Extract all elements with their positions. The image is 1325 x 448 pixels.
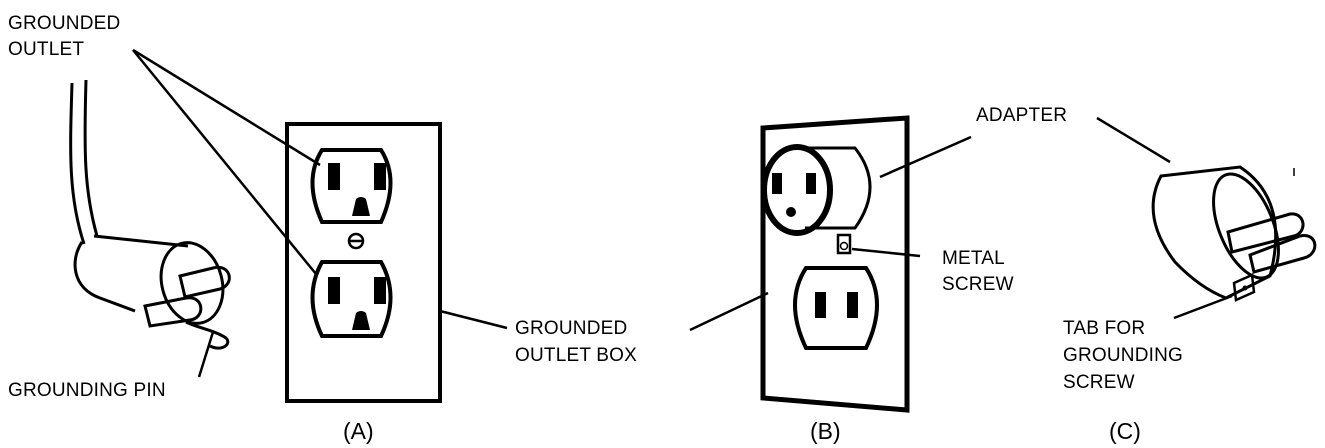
upper-ground-hole: [352, 197, 370, 216]
panel-b-slot-left: [815, 292, 826, 318]
adapter-plug-prong-lower: [1248, 234, 1317, 274]
adapter-leader: [879, 135, 972, 179]
panel-c-caption: (C): [1109, 418, 1141, 444]
outlet-box-leader-b: [689, 291, 769, 332]
adapter-plug-body: [1151, 165, 1278, 300]
panel-b-caption: (B): [810, 418, 841, 444]
panel-a-caption: (A): [343, 418, 374, 444]
grounded-outlet-leader-upper: [132, 48, 321, 167]
plug-body-lower-edge: [73, 241, 136, 313]
panel-b-cover-plate: [760, 115, 910, 413]
outlet-cover-plate: [285, 122, 442, 403]
metal-screw-label-line1: METAL: [942, 248, 1005, 269]
plug-prong-lower: [143, 296, 203, 328]
upper-slot-left: [328, 163, 340, 190]
metal-screw-leader: [851, 247, 921, 258]
lower-ground-hole: [352, 311, 370, 330]
duplex-outlet-illustration: [285, 122, 442, 403]
plug-body-upper-edge: [93, 234, 189, 248]
adapter-face: [761, 144, 833, 236]
upper-slot-right: [374, 163, 386, 190]
lower-slot-right: [374, 277, 386, 304]
panel-b-slot-right: [847, 292, 858, 318]
metal-screw: [839, 241, 849, 251]
adapter-slot-left: [772, 173, 782, 194]
cover-plate-screw: [347, 232, 365, 250]
lower-slot-left: [328, 277, 340, 304]
adapter-body: [805, 146, 872, 230]
grounded-plug-illustration: [69, 79, 231, 378]
adapter-grounding-tab: [836, 233, 852, 255]
grounded-outlet-box-label-line2: OUTLET BOX: [515, 345, 638, 366]
plug-prong-upper: [178, 265, 231, 299]
grounding-pin-label: GROUNDING PIN: [8, 380, 166, 401]
adapter-ground-hole: [786, 207, 796, 217]
adapter-plug-illustration: [1151, 165, 1317, 302]
panel-b-lower-receptacle: [793, 266, 879, 350]
plug-cord-left-edge: [69, 82, 86, 245]
lower-receptacle: [310, 260, 393, 338]
plug-cord-right-edge: [83, 79, 99, 237]
tab-label-line3: SCREW: [1063, 372, 1135, 393]
metal-screw-label-line2: SCREW: [942, 274, 1014, 295]
adapter-plug-face: [1212, 172, 1280, 280]
adapter-plug-prong-upper: [1226, 212, 1305, 254]
adapter-plug-tab-hole: [1242, 285, 1248, 291]
grounded-outlet-leader-lower: [132, 49, 317, 275]
outlet-box-leader-a: [439, 309, 508, 330]
adapter-c-leader: [1096, 116, 1171, 164]
plug-face: [159, 241, 225, 325]
adapter-plug-tab: [1232, 273, 1256, 302]
grounded-outlet-box-label-line1: GROUNDED: [515, 318, 628, 339]
upper-receptacle: [310, 148, 393, 224]
adapter-slot-right: [806, 173, 816, 194]
tab-label-line1: TAB FOR: [1063, 318, 1146, 339]
grounding-pin-leader: [197, 331, 215, 378]
grounded-outlet-label-line2: OUTLET: [8, 39, 85, 60]
grounded-outlet-label-line1: GROUNDED: [8, 13, 121, 34]
grounding-pin: [185, 320, 230, 350]
adapter-on-outlet-illustration: [760, 115, 910, 413]
adapter-label: ADAPTER: [976, 105, 1068, 126]
tab-leader: [1173, 294, 1233, 320]
tab-label-line2: GROUNDING: [1063, 345, 1184, 366]
